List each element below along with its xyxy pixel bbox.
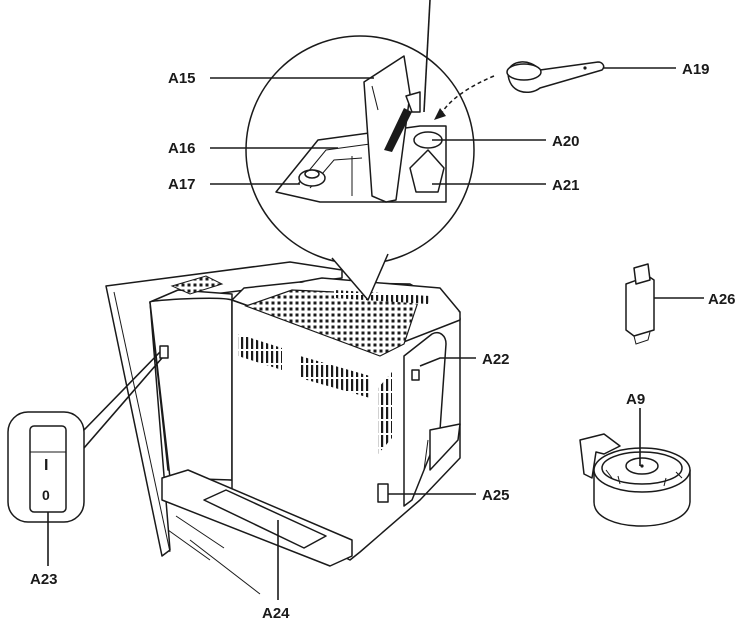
detail-magnifier bbox=[245, 0, 475, 301]
label-a23: A23 bbox=[30, 571, 58, 588]
machine-body bbox=[105, 261, 461, 561]
label-a20: A20 bbox=[552, 133, 580, 150]
leader-lines bbox=[47, 67, 704, 600]
power-switch-small bbox=[159, 345, 169, 359]
switch-detail bbox=[7, 351, 163, 523]
descaling-part bbox=[625, 263, 655, 345]
label-a26: A26 bbox=[708, 291, 736, 308]
drip-tray bbox=[161, 469, 353, 595]
label-a25: A25 bbox=[482, 487, 510, 504]
label-a22: A22 bbox=[482, 351, 510, 368]
label-a21: A21 bbox=[552, 177, 580, 194]
brewing-unit bbox=[579, 433, 691, 527]
label-a19: A19 bbox=[682, 61, 710, 78]
switch-off-symbol: 0 bbox=[42, 487, 50, 503]
label-a17: A17 bbox=[168, 176, 196, 193]
label-a24: A24 bbox=[262, 605, 290, 622]
bean-lid bbox=[363, 55, 411, 203]
switch-on-symbol: I bbox=[44, 457, 48, 474]
label-a9: A9 bbox=[626, 391, 645, 408]
measuring-scoop bbox=[434, 61, 605, 120]
label-a15: A15 bbox=[168, 70, 196, 87]
label-a16: A16 bbox=[168, 140, 196, 157]
